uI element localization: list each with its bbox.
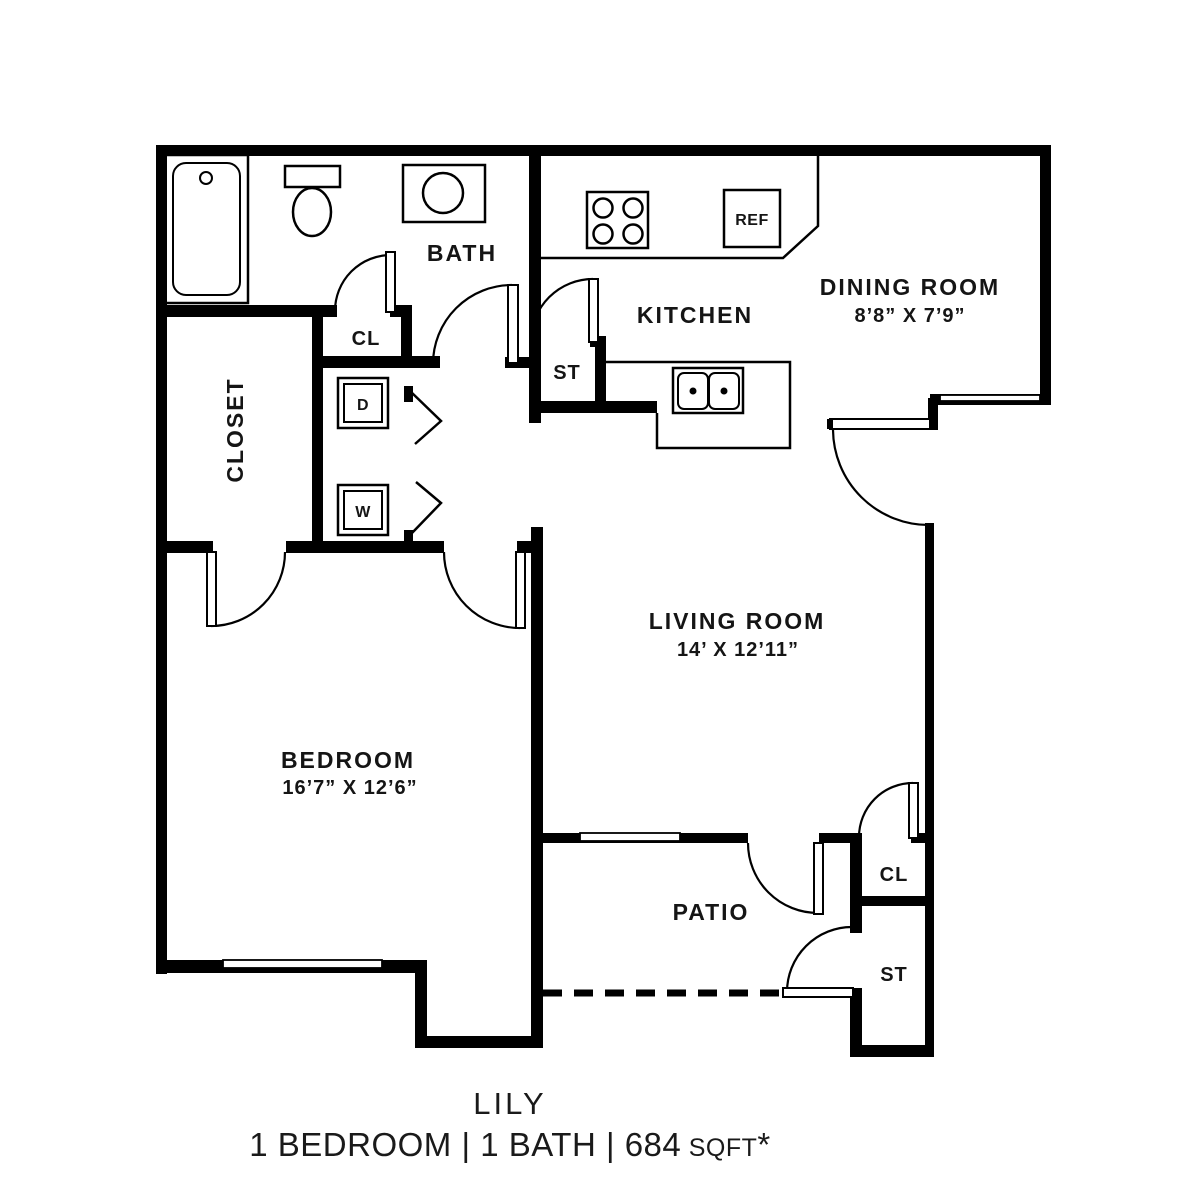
wall-top-exterior <box>156 145 1051 156</box>
kitchen-label: KITCHEN <box>637 302 753 328</box>
dining-room-dimensions: 8’8” X 7’9” <box>854 305 965 327</box>
closet-door-arc <box>210 551 287 628</box>
wall-bedroom-top-left <box>156 541 213 553</box>
bath-closet-door-leaf <box>385 251 396 313</box>
wall-bedroom-step-vertical <box>415 960 427 1048</box>
bath-door-arc <box>431 283 513 365</box>
bath-label: BATH <box>427 240 497 266</box>
refrigerator-label: REF <box>735 212 769 229</box>
dryer-bifold-chevron <box>409 390 443 445</box>
wall-living-bottom-right <box>911 833 934 843</box>
bathroom-sink <box>401 163 487 224</box>
wall-patio-cl-st-divider <box>850 896 934 906</box>
wall-living-bottom-middle <box>819 833 862 843</box>
washer-bifold-chevron <box>411 481 443 534</box>
bath-door-leaf <box>507 284 519 364</box>
wall-kitchen-st-bottom <box>529 401 657 413</box>
patio-label: PATIO <box>673 899 750 925</box>
bedroom-label: BEDROOM <box>281 747 415 773</box>
wall-bedroom-top-middle <box>286 541 444 553</box>
stove <box>585 190 650 250</box>
patio-storage-label: ST <box>880 964 908 986</box>
living-room-window <box>579 832 681 842</box>
patio-door-arc <box>746 842 819 915</box>
dryer-label: D <box>357 397 369 414</box>
laundry-fixtures: D W <box>336 376 443 537</box>
kitchen-storage-label: ST <box>553 362 581 384</box>
kitchen-peninsula-counter <box>606 360 792 450</box>
living-room-label: LIVING ROOM <box>649 608 826 634</box>
wall-patio-st-left-lower <box>850 988 862 1057</box>
patio-closet-door-leaf <box>908 782 919 839</box>
bedroom-door-leaf <box>515 551 526 629</box>
wall-laundry-stub-upper <box>404 386 413 402</box>
wall-right-exterior <box>925 523 934 1057</box>
dining-room-label: DINING ROOM <box>820 274 1000 300</box>
washer-label: W <box>355 504 371 521</box>
wall-bath-kitchen-divider <box>529 145 541 423</box>
walk-in-closet-label: CLOSET <box>222 377 248 482</box>
plan-subtitle: 1 BEDROOM | 1 BATH | 684 SQFT* <box>249 1126 770 1163</box>
wall-bath-bottom <box>156 305 337 317</box>
windows <box>222 394 1041 969</box>
wall-closet-hall-divider <box>312 305 323 548</box>
bath-closet-label: CL <box>352 328 381 350</box>
kitchen-storage-door-leaf <box>588 278 599 343</box>
wall-bath-door-right-piece <box>505 357 541 368</box>
patio-door-leaf <box>813 842 824 915</box>
plan-subtitle-unit: SQFT <box>681 1134 757 1162</box>
kitchen-storage-door-arc <box>529 277 594 342</box>
wall-bedroom-living-partition <box>531 527 543 1048</box>
dining-room-window <box>939 394 1041 402</box>
living-room-dimensions: 14’ X 12’11” <box>677 639 799 661</box>
closet-door-leaf <box>206 551 217 627</box>
refrigerator: REF <box>722 188 782 249</box>
entry-door-hinge-tick <box>827 419 833 429</box>
patio-closet-door-arc <box>857 781 914 838</box>
wall-patio-st-left-upper <box>850 906 862 933</box>
dryer: D <box>336 376 390 430</box>
wall-dining-right-exterior <box>1040 145 1051 405</box>
labels: BATH CL CLOSET ST KITCHEN DINING ROOM 8’… <box>222 240 1000 986</box>
kitchen-sink <box>671 366 745 415</box>
patio-storage-door-arc <box>785 925 853 993</box>
wall-dining-entry-stub <box>928 398 938 430</box>
wall-left-exterior <box>156 145 167 974</box>
patio-storage-door-leaf <box>782 987 854 998</box>
bedroom-door-arc <box>442 551 521 630</box>
plan-title: LILY <box>473 1086 546 1121</box>
bath-closet-door-arc <box>333 253 392 312</box>
wall-kitchen-st-right <box>595 336 606 413</box>
entry-door-arc <box>831 429 930 527</box>
wall-bottom-step <box>415 1036 543 1048</box>
wall-patio-st-bottom <box>850 1045 934 1057</box>
plan-subtitle-note: * <box>757 1126 770 1163</box>
wall-bath-closet-right <box>401 305 412 367</box>
bedroom-window <box>222 959 383 969</box>
bathtub <box>163 153 250 305</box>
title-block: LILY 1 BEDROOM | 1 BATH | 684 SQFT* <box>249 1086 770 1163</box>
kitchen-fixtures: REF <box>540 156 820 450</box>
washer: W <box>336 483 390 537</box>
plan-subtitle-main: 1 BEDROOM | 1 BATH | 684 <box>249 1126 681 1163</box>
bedroom-dimensions: 16’7” X 12’6” <box>282 777 417 799</box>
wall-patio-closet-left <box>850 833 862 906</box>
wall-laundry-stub-lower <box>404 530 413 548</box>
kitchen-counter-top <box>540 156 820 260</box>
toilet <box>283 164 342 238</box>
bathroom-fixtures <box>163 153 487 305</box>
entry-door-leaf <box>829 418 931 430</box>
wall-closet-bottom <box>312 356 440 368</box>
patio-closet-label: CL <box>880 864 909 886</box>
doors <box>206 251 931 998</box>
